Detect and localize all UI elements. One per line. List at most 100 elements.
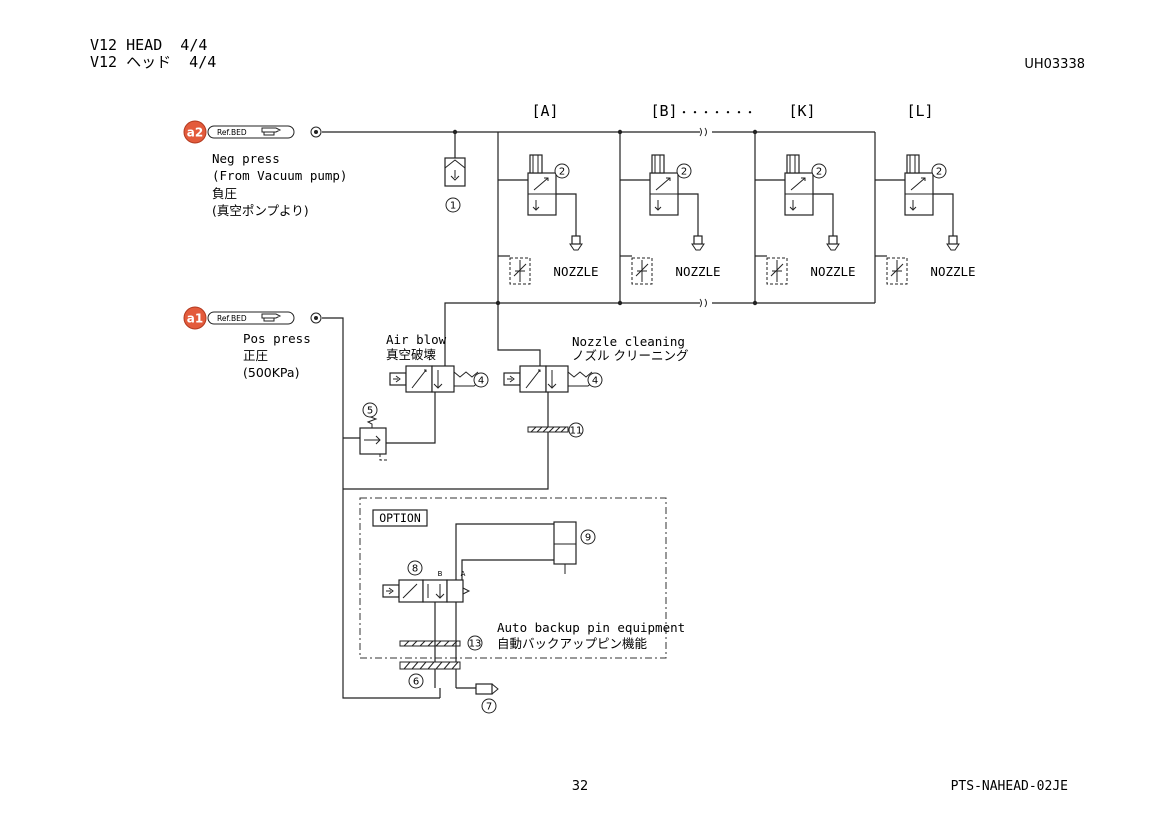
solenoid-valve-air-blow: 4 [389, 365, 489, 393]
column-label-a: [A] [531, 102, 558, 120]
port-a2-ref: Ref.BED [217, 128, 247, 137]
port-a2-source-jp: (真空ポンプより) [212, 203, 309, 218]
svg-text:4: 4 [592, 376, 598, 387]
page-title-en: V12 HEAD 4/4 [90, 36, 207, 54]
port-a2-coupling-icon [310, 126, 322, 138]
air-blow-label-jp: 真空破壊 [386, 347, 437, 362]
column-label-b: [B] [650, 102, 677, 120]
part-number-badge: 5 [362, 402, 378, 418]
part-number-badge: 2 [676, 163, 692, 179]
port-a2: a2 Ref.BED Neg press (From Vacuum pump) … [183, 120, 347, 218]
hand-pointer-icon [261, 127, 282, 136]
nozzle-label: NOZZLE [675, 264, 720, 279]
nozzle-icon [691, 235, 705, 251]
option-label: OPTION [379, 511, 421, 525]
part-number-badge: 7 [481, 698, 497, 714]
doc-code: UH03338 [1024, 57, 1085, 72]
part-number-badge: 6 [408, 673, 424, 689]
option-manifold: 13 [399, 635, 483, 651]
part-number-badge: 2 [931, 163, 947, 179]
svg-text:2: 2 [559, 167, 565, 178]
part-number-badge: 4 [473, 372, 489, 388]
port-a1-name-jp: 正圧 [243, 348, 268, 363]
nozzle-cleaning-label-en: Nozzle cleaning [572, 334, 685, 349]
doc-id: PTS-NAHEAD-02JE [951, 779, 1068, 794]
nozzle-column-3: NOZZLE 2 [754, 132, 856, 303]
port-a1-label: a1 [187, 312, 203, 326]
page-number: 32 [572, 779, 589, 794]
svg-text:5: 5 [367, 406, 373, 417]
svg-text:2: 2 [681, 167, 687, 178]
svg-text:7: 7 [486, 702, 492, 713]
flow-control-valve [620, 255, 653, 285]
port-a1-badge [183, 306, 207, 330]
nozzle-column-1: NOZZLE 2 [497, 132, 599, 303]
nozzle-label: NOZZLE [930, 264, 975, 279]
nozzle-valve [527, 154, 557, 216]
auto-backup-label-en: Auto backup pin equipment [497, 620, 685, 635]
part-number-badge: 11 [568, 422, 584, 438]
flow-control-valve [875, 255, 908, 285]
nozzle-valve [784, 154, 814, 216]
column-label-k: [K] [788, 102, 815, 120]
pos-pressure-lines [322, 317, 549, 699]
nozzle-icon [569, 235, 583, 251]
hand-pointer-icon [261, 313, 282, 322]
solenoid-valve-nozzle-cleaning: 4 [503, 365, 603, 393]
port-a1-pressure: (500KPa) [243, 365, 299, 380]
port-a1-coupling-icon [310, 312, 322, 324]
nozzle-icon [826, 235, 840, 251]
air-blow-label-en: Air blow [386, 332, 447, 347]
svg-text:6: 6 [413, 677, 419, 688]
part-number-badge: 2 [554, 163, 570, 179]
column-label-l: [L] [906, 102, 933, 120]
nozzle-valve [649, 154, 679, 216]
restrictor: 11 [527, 422, 584, 438]
option-valve-port-a: A [461, 570, 466, 578]
part-number-badge: 8 [407, 560, 423, 576]
part-number-badge: 13 [467, 635, 483, 651]
port-a2-name-jp: 負圧 [212, 186, 237, 201]
svg-text:8: 8 [412, 564, 418, 575]
option-section: OPTION 9 B A 8 [359, 497, 685, 688]
nozzle-cleaning-label-jp: ノズル クリーニング [572, 348, 688, 363]
port-a2-badge [183, 120, 207, 144]
nozzle-icon [946, 235, 960, 251]
svg-text:9: 9 [585, 533, 591, 544]
column-labels: [A] [B] ・・・・・・・ [K] [L] [531, 102, 933, 120]
nozzle-column-2: NOZZLE 2 [619, 132, 721, 303]
part-number-badge: 4 [587, 372, 603, 388]
vacuum-main-line [322, 127, 875, 137]
option-valve-port-b: B [438, 570, 443, 578]
nozzle-cleaning-branch: Nozzle cleaning ノズル クリーニング [497, 303, 688, 366]
silencer: 7 [475, 683, 499, 714]
nozzle-column-4: NOZZLE 2 [874, 132, 976, 303]
svg-text:13: 13 [469, 639, 482, 650]
port-a1-name-en: Pos press [243, 331, 311, 346]
svg-text:2: 2 [816, 167, 822, 178]
nozzle-label: NOZZLE [553, 264, 598, 279]
part-number-badge: 1 [445, 197, 461, 213]
port-a2-source-en: (From Vacuum pump) [212, 168, 347, 183]
port-a1: a1 Ref.BED Pos press 正圧 (500KPa) [183, 306, 322, 380]
regulator: 5 [359, 402, 388, 461]
port-a2-name-en: Neg press [212, 151, 280, 166]
column-ellipsis: ・・・・・・・ [679, 106, 756, 119]
vacuum-filter: 1 [444, 132, 466, 213]
nozzle-label: NOZZLE [810, 264, 855, 279]
part-number-badge: 2 [811, 163, 827, 179]
air-blow-branch: Air blow 真空破壊 [386, 302, 498, 366]
page-title-jp: V12 ヘッド 4/4 [90, 53, 216, 71]
flow-control-valve [498, 255, 531, 285]
svg-text:4: 4 [478, 376, 484, 387]
svg-text:2: 2 [936, 167, 942, 178]
auto-backup-label-jp: 自動バックアップピン機能 [497, 636, 648, 651]
part-number-badge: 9 [580, 529, 596, 545]
air-blow-manifold-line [495, 298, 875, 308]
cylinder: 9 [553, 521, 596, 574]
flow-control-valve [755, 255, 788, 285]
port-a2-label: a2 [187, 126, 203, 140]
nozzle-valve [904, 154, 934, 216]
port-a1-ref: Ref.BED [217, 314, 247, 323]
